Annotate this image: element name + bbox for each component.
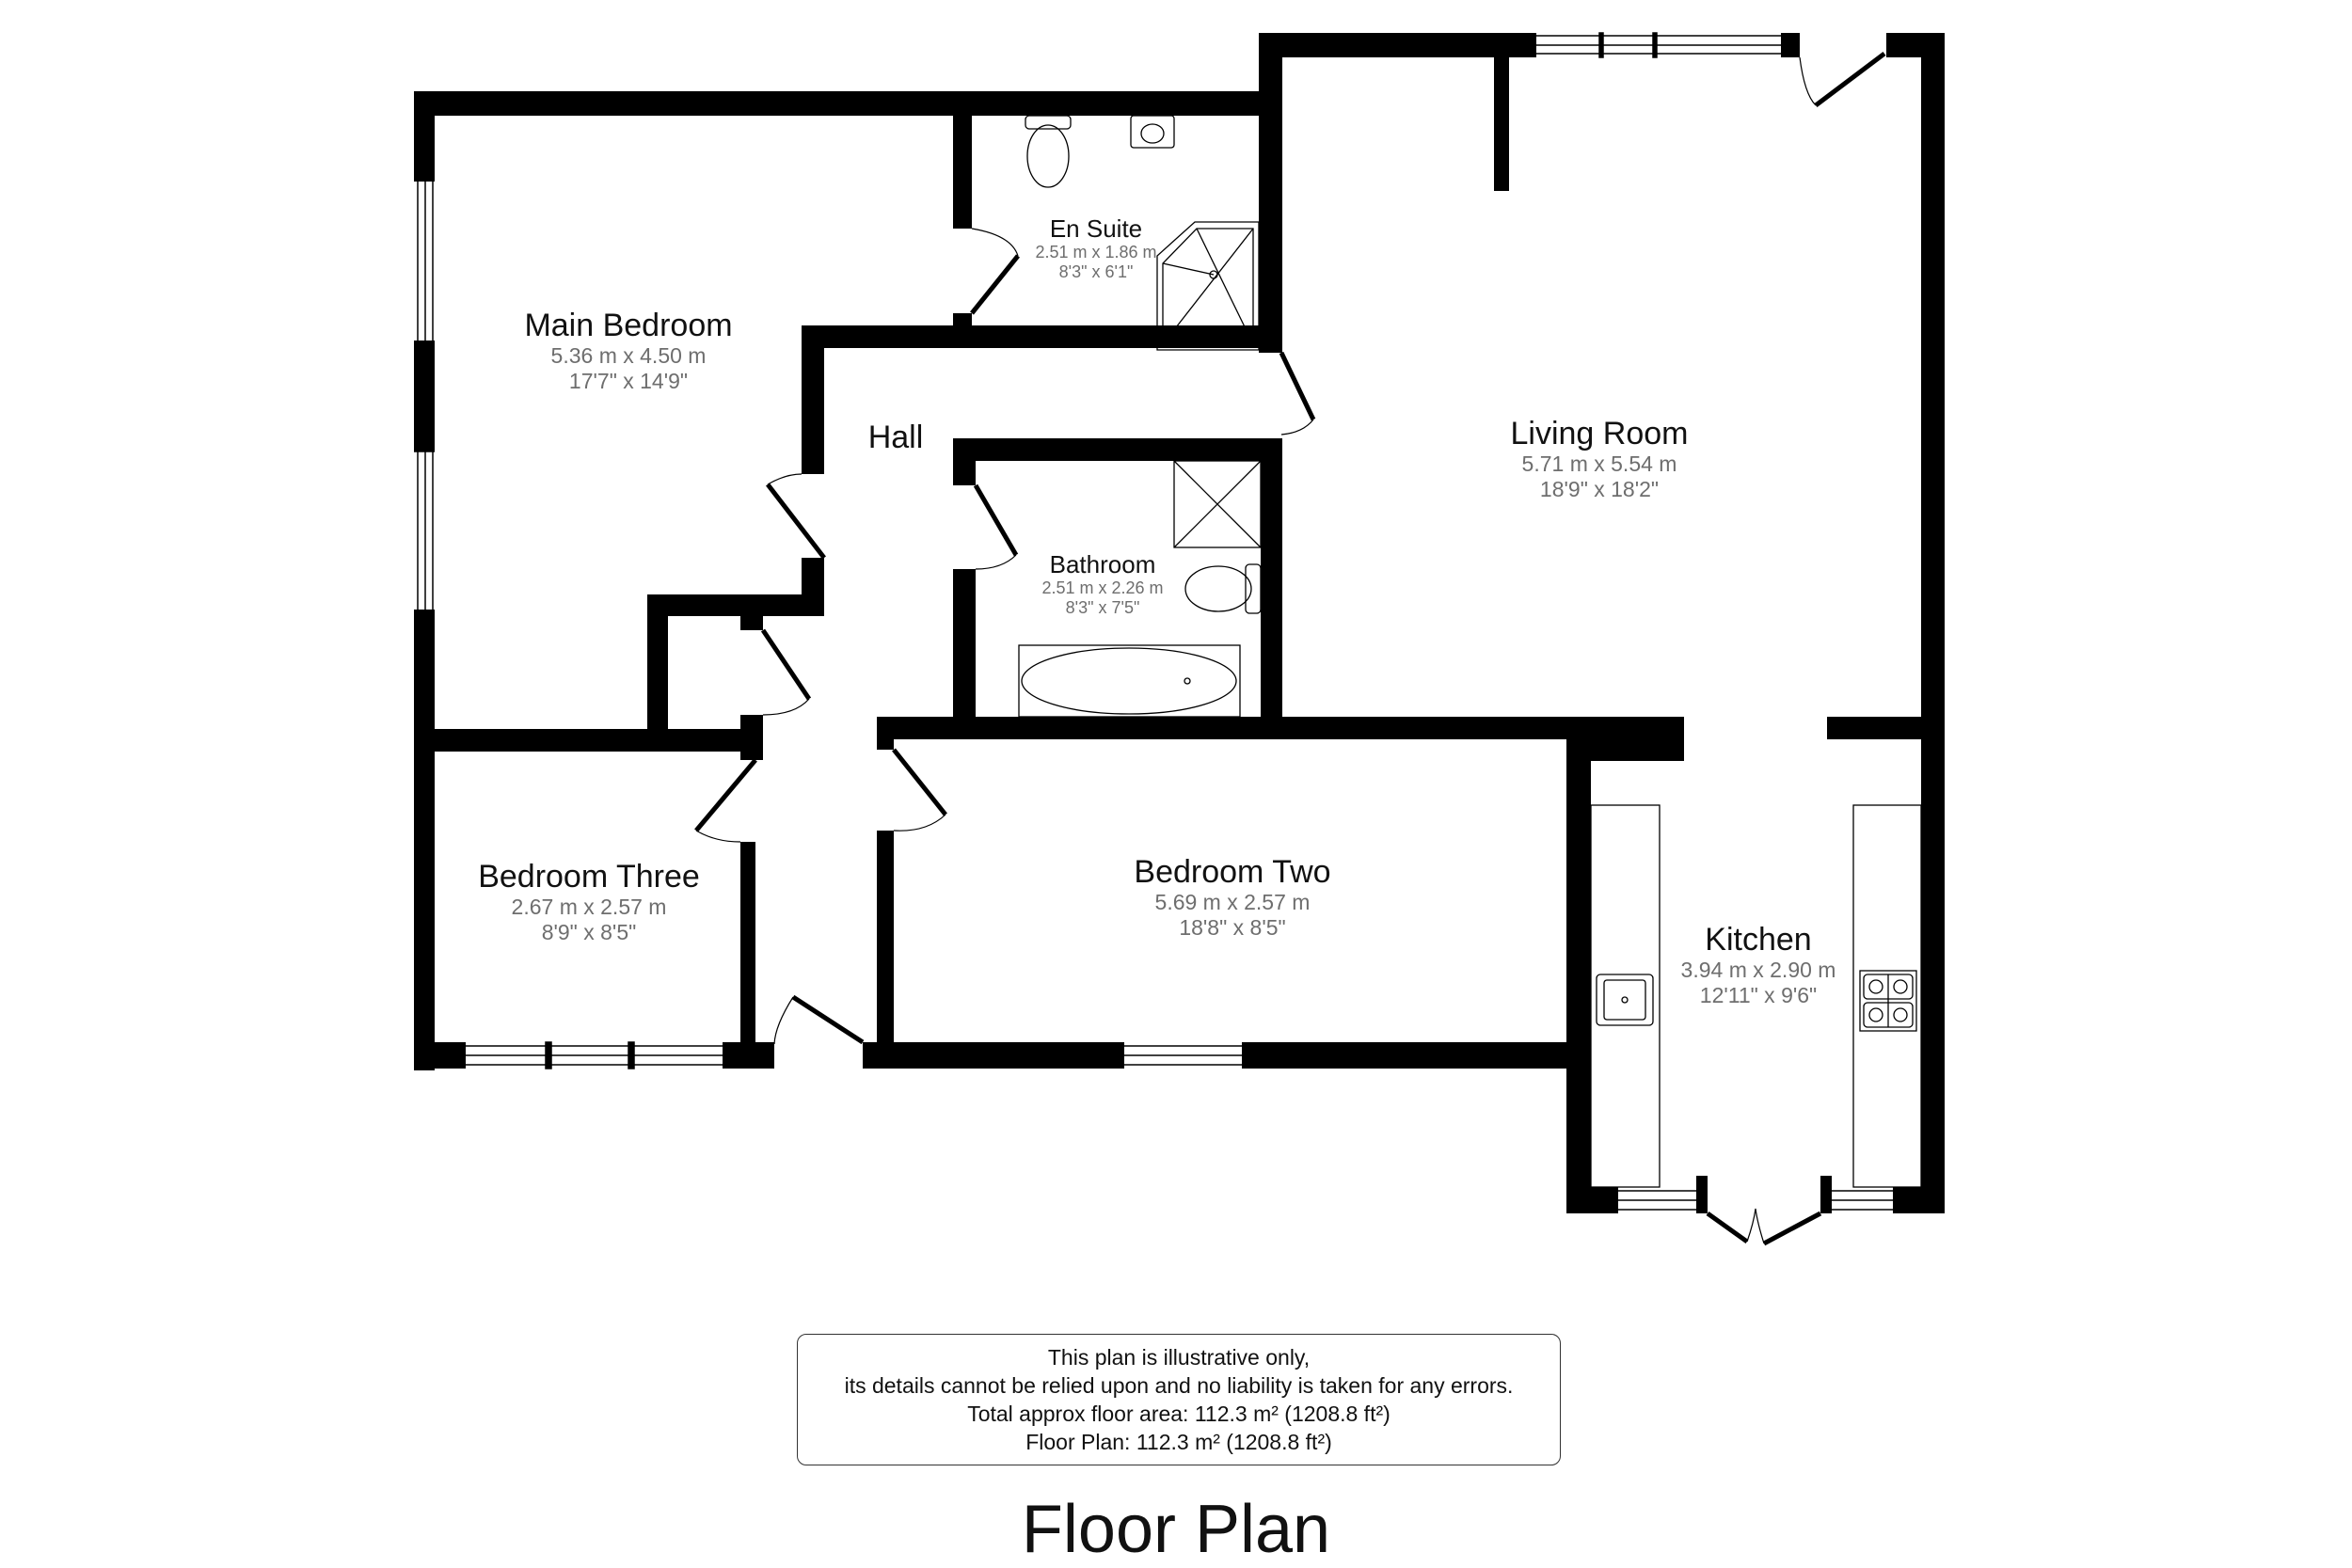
disclaimer-line: its details cannot be relied upon and no… (844, 1373, 1514, 1398)
total-floor-area: Total approx floor area: 112.3 m² (1208.… (967, 1402, 1391, 1426)
disclaimer-box: This plan is illustrative only, its deta… (797, 1334, 1561, 1465)
room-dimensions-metric: 5.71 m x 5.54 m (1521, 451, 1677, 476)
room-label-hall: Hall (868, 420, 924, 455)
page-title: Floor Plan (1021, 1492, 1331, 1567)
kitchen-counter-left (1590, 804, 1661, 1188)
disclaimer-line: This plan is illustrative only, (1047, 1345, 1311, 1370)
doors (694, 52, 1886, 1246)
room-dimensions-metric: 5.36 m x 4.50 m (550, 343, 707, 368)
hob-icon (1859, 970, 1917, 1032)
room-dimensions-imperial: 18'8" x 8'5" (1179, 915, 1286, 940)
room-label-en-suite: En Suite 2.51 m x 1.86 m 8'3" x 6'1" (1035, 215, 1156, 282)
room-dimensions-metric: 3.94 m x 2.90 m (1680, 958, 1836, 982)
toilet-cistern-icon (1025, 115, 1072, 130)
windows (414, 32, 1893, 1211)
bathroom-shower-icon (1173, 460, 1262, 548)
room-label-kitchen: Kitchen 3.94 m x 2.90 m 12'11" x 9'6" (1681, 922, 1836, 1008)
kitchen-counter-right (1852, 804, 1922, 1188)
room-dimensions-metric: 2.67 m x 2.57 m (511, 895, 667, 919)
walls (414, 33, 1945, 1213)
toilet-icon (1026, 124, 1070, 188)
bath-icon (1018, 644, 1241, 718)
room-name: Bathroom (1049, 550, 1156, 578)
room-name: Bedroom Two (1134, 854, 1331, 890)
shower-tray-icon (1156, 221, 1260, 351)
room-dimensions-imperial: 8'9" x 8'5" (541, 920, 637, 944)
room-dimensions-metric: 2.51 m x 1.86 m (1035, 243, 1157, 261)
room-name: Main Bedroom (524, 308, 733, 343)
room-dimensions-metric: 5.69 m x 2.57 m (1154, 890, 1311, 914)
floor-plan-area: Floor Plan: 112.3 m² (1208.8 ft²) (1025, 1430, 1332, 1454)
room-dimensions-metric: 2.51 m x 2.26 m (1041, 578, 1164, 597)
room-name: Kitchen (1705, 922, 1812, 958)
room-label-bathroom: Bathroom 2.51 m x 2.26 m 8'3" x 7'5" (1041, 551, 1163, 618)
bathroom-toilet-icon (1184, 565, 1252, 612)
room-dimensions-imperial: 8'3" x 6'1" (1058, 262, 1134, 281)
basin-icon (1130, 115, 1175, 149)
room-name: Living Room (1510, 416, 1689, 451)
room-label-bedroom-three: Bedroom Three 2.67 m x 2.57 m 8'9" x 8'5… (478, 859, 700, 945)
room-name: Hall (867, 420, 924, 455)
fixtures (1018, 115, 1922, 1188)
kitchen-sink-icon (1596, 974, 1654, 1026)
room-dimensions-imperial: 12'11" x 9'6" (1699, 983, 1818, 1007)
room-label-living-room: Living Room 5.71 m x 5.54 m 18'9" x 18'2… (1511, 416, 1689, 502)
room-name: En Suite (1049, 214, 1143, 243)
room-label-bedroom-two: Bedroom Two 5.69 m x 2.57 m 18'8" x 8'5" (1134, 854, 1330, 941)
room-dimensions-imperial: 8'3" x 7'5" (1065, 598, 1140, 617)
room-name: Bedroom Three (478, 859, 700, 895)
room-dimensions-imperial: 17'7" x 14'9" (568, 369, 689, 393)
room-label-main-bedroom: Main Bedroom 5.36 m x 4.50 m 17'7" x 14'… (524, 308, 732, 394)
room-dimensions-imperial: 18'9" x 18'2" (1539, 477, 1660, 501)
